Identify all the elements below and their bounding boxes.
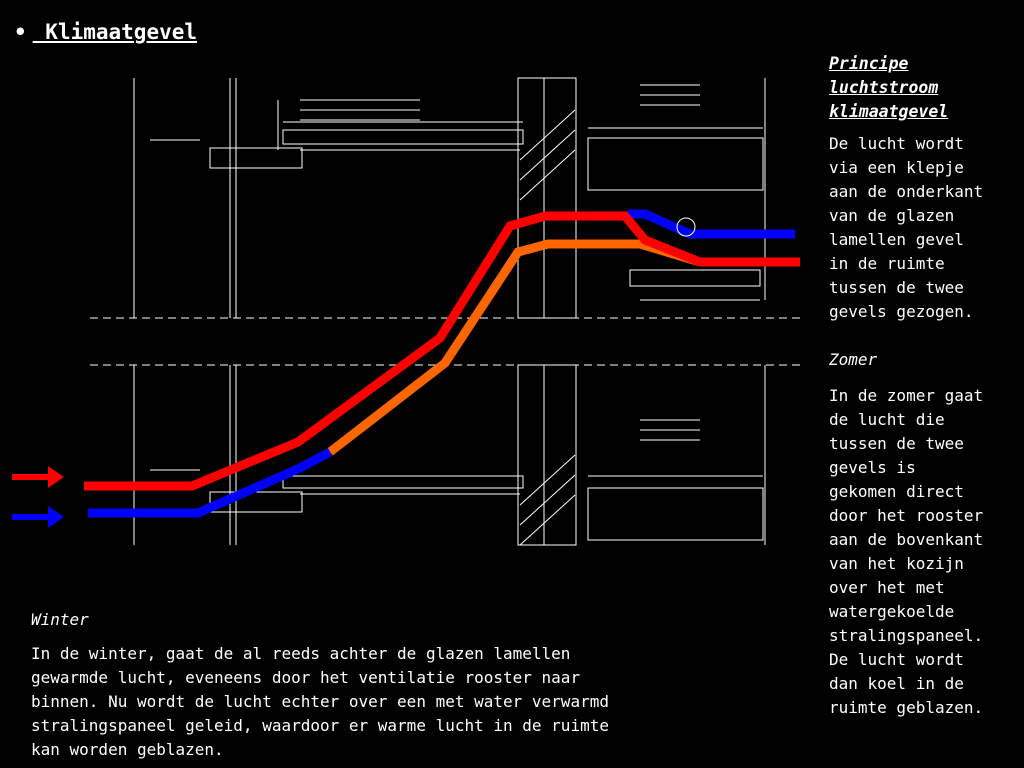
title-bullet: • bbox=[14, 20, 27, 44]
radiant-panel-icon bbox=[676, 217, 696, 237]
winter-title: Winter bbox=[31, 610, 89, 629]
summer-text: In de zomer gaat de lucht die tussen de … bbox=[829, 386, 984, 717]
airflow-red bbox=[84, 211, 800, 491]
sidebar-text: Principe luchtstroom klimaatgevel De luc… bbox=[829, 52, 1024, 744]
airflow-orange bbox=[327, 239, 712, 456]
construction-drawing bbox=[133, 77, 766, 546]
arrow-warm-icon bbox=[12, 466, 64, 488]
winter-text: In de winter, gaat de al reeds achter de… bbox=[31, 644, 609, 759]
arrow-cold-icon bbox=[12, 506, 64, 528]
airflow-blue bbox=[88, 448, 333, 518]
winter-section: Winter In de winter, gaat de al reeds ac… bbox=[31, 608, 791, 762]
summer-title: Zomer bbox=[829, 350, 878, 369]
airflow-blue-upper bbox=[628, 209, 795, 239]
title-text: Klimaatgevel bbox=[32, 20, 198, 44]
page-title: • Klimaatgevel bbox=[14, 20, 197, 44]
sidebar-intro: De lucht wordt via een klepje aan de ond… bbox=[829, 134, 984, 321]
sidebar-heading: Principe luchtstroom klimaatgevel bbox=[829, 54, 949, 121]
